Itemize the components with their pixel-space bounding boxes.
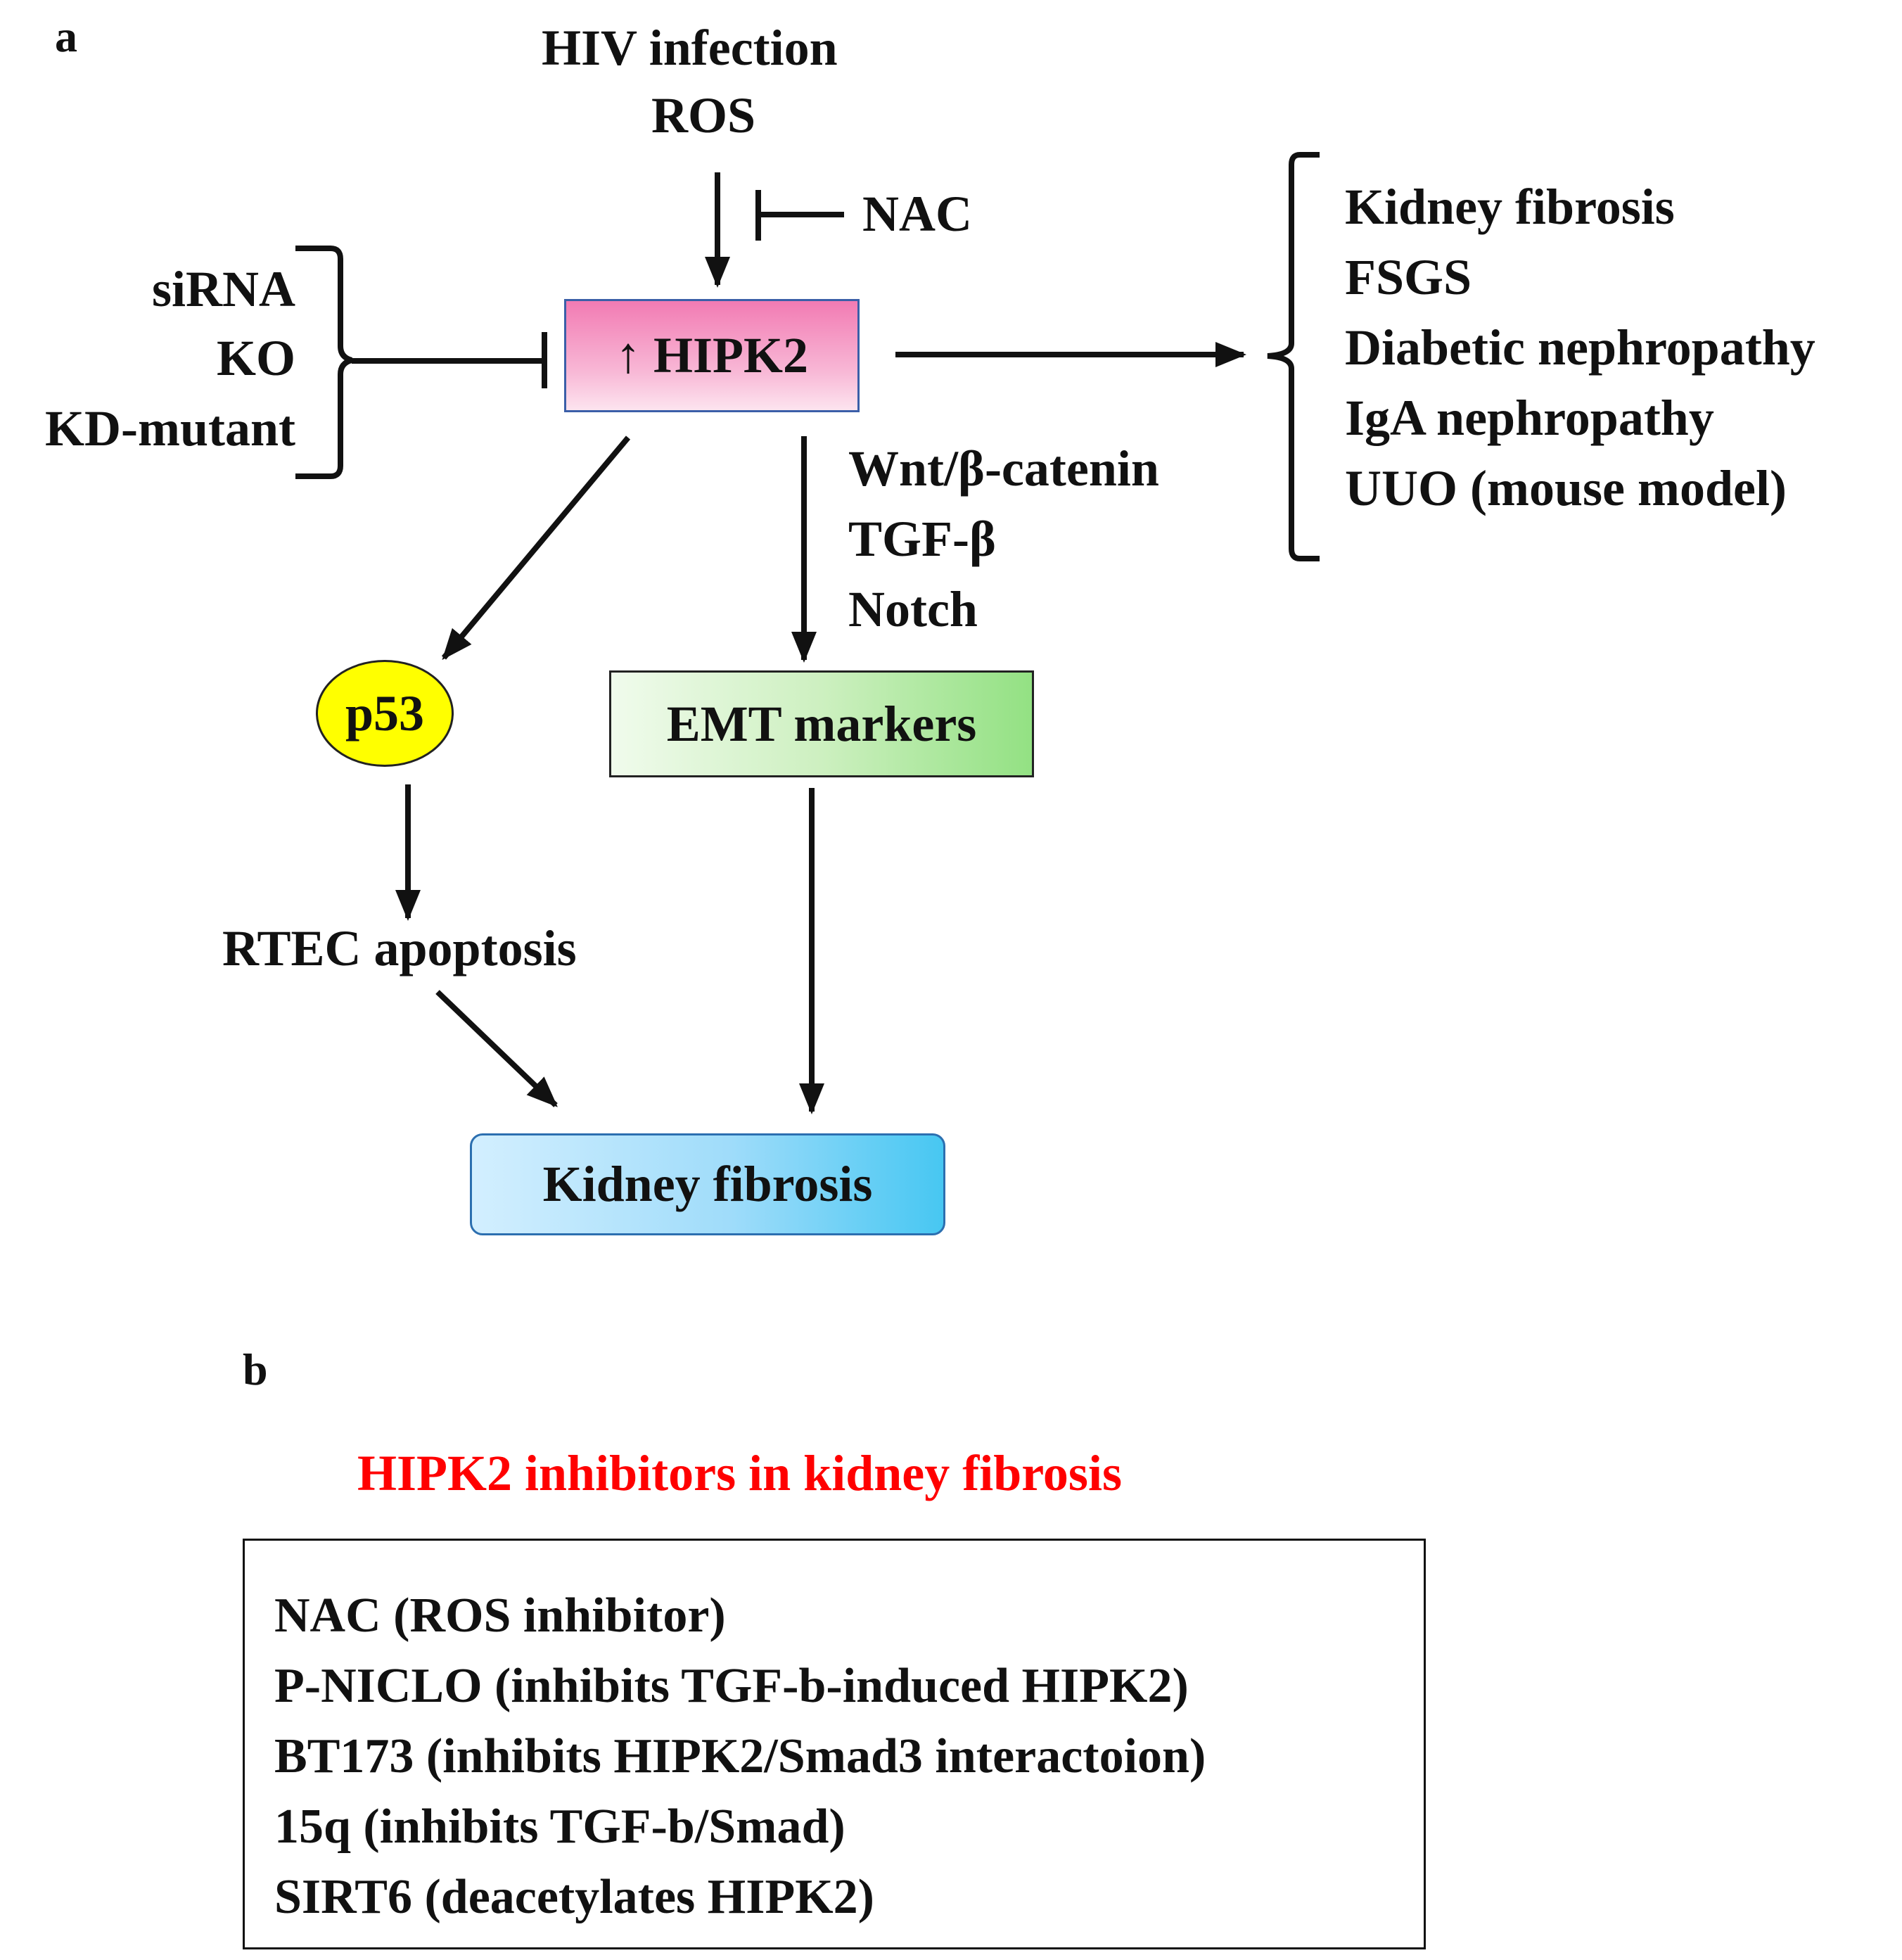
pathway-tgf: TGF-β xyxy=(848,511,996,567)
emt-label: EMT markers xyxy=(666,695,977,752)
panel-label-a: a xyxy=(55,11,77,61)
inhibitors-box xyxy=(243,1539,1426,1949)
p53-node: p53 xyxy=(316,660,454,767)
disease-item: FSGS xyxy=(1345,249,1472,305)
pathway-notch: Notch xyxy=(848,581,978,637)
inhibitor-kd-mutant: KD-mutant xyxy=(45,400,295,457)
disease-item: Diabetic nephropathy xyxy=(1345,319,1815,376)
rtec-apoptosis-label: RTEC apoptosis xyxy=(222,920,577,976)
panel-label-b: b xyxy=(243,1344,268,1394)
disease-item: UUO (mouse model) xyxy=(1345,460,1787,516)
arrow-apoptosis-to-fibrosis xyxy=(435,990,558,1107)
inhibitors-title: HIPK2 inhibitors in kidney fibrosis xyxy=(357,1445,1122,1501)
emt-markers-node: EMT markers xyxy=(609,670,1034,777)
arrow-hipk2-to-p53 xyxy=(441,435,631,661)
inhibitor-ko: KO xyxy=(216,330,295,386)
disease-item: IgA nephropathy xyxy=(1345,390,1714,446)
inhibitor-item: 15q (inhibits TGF-b/Smad) xyxy=(274,1800,845,1854)
inhibitor-item: SIRT6 (deacetylates HIPK2) xyxy=(274,1870,874,1924)
input-ros: ROS xyxy=(651,87,756,144)
kidney-fibrosis-label: Kidney fibrosis xyxy=(542,1156,873,1212)
pathway-wnt: Wnt/β-catenin xyxy=(848,440,1159,497)
hipk2-node: ↑ HIPK2 xyxy=(564,299,860,412)
hipk2-label: ↑ HIPK2 xyxy=(615,327,808,383)
inhibitor-item: NAC (ROS inhibitor) xyxy=(274,1589,726,1643)
input-hiv-infection: HIV infection xyxy=(542,20,838,76)
nac-label: NAC xyxy=(862,186,972,242)
disease-item: Kidney fibrosis xyxy=(1345,179,1675,235)
inhibitor-item: BT173 (inhibits HIPK2/Smad3 interactoion… xyxy=(274,1729,1206,1783)
inhibitors-list: NAC (ROS inhibitor) P-NICLO (inhibits TG… xyxy=(274,1581,1206,1933)
right-brace xyxy=(1267,152,1320,561)
inhibitor-item: P-NICLO (inhibits TGF-b-induced HIPK2) xyxy=(274,1659,1189,1713)
inhibitor-sirna: siRNA xyxy=(151,261,295,317)
p53-label: p53 xyxy=(345,685,425,742)
kidney-fibrosis-node: Kidney fibrosis xyxy=(470,1133,945,1235)
left-brace xyxy=(295,246,353,479)
